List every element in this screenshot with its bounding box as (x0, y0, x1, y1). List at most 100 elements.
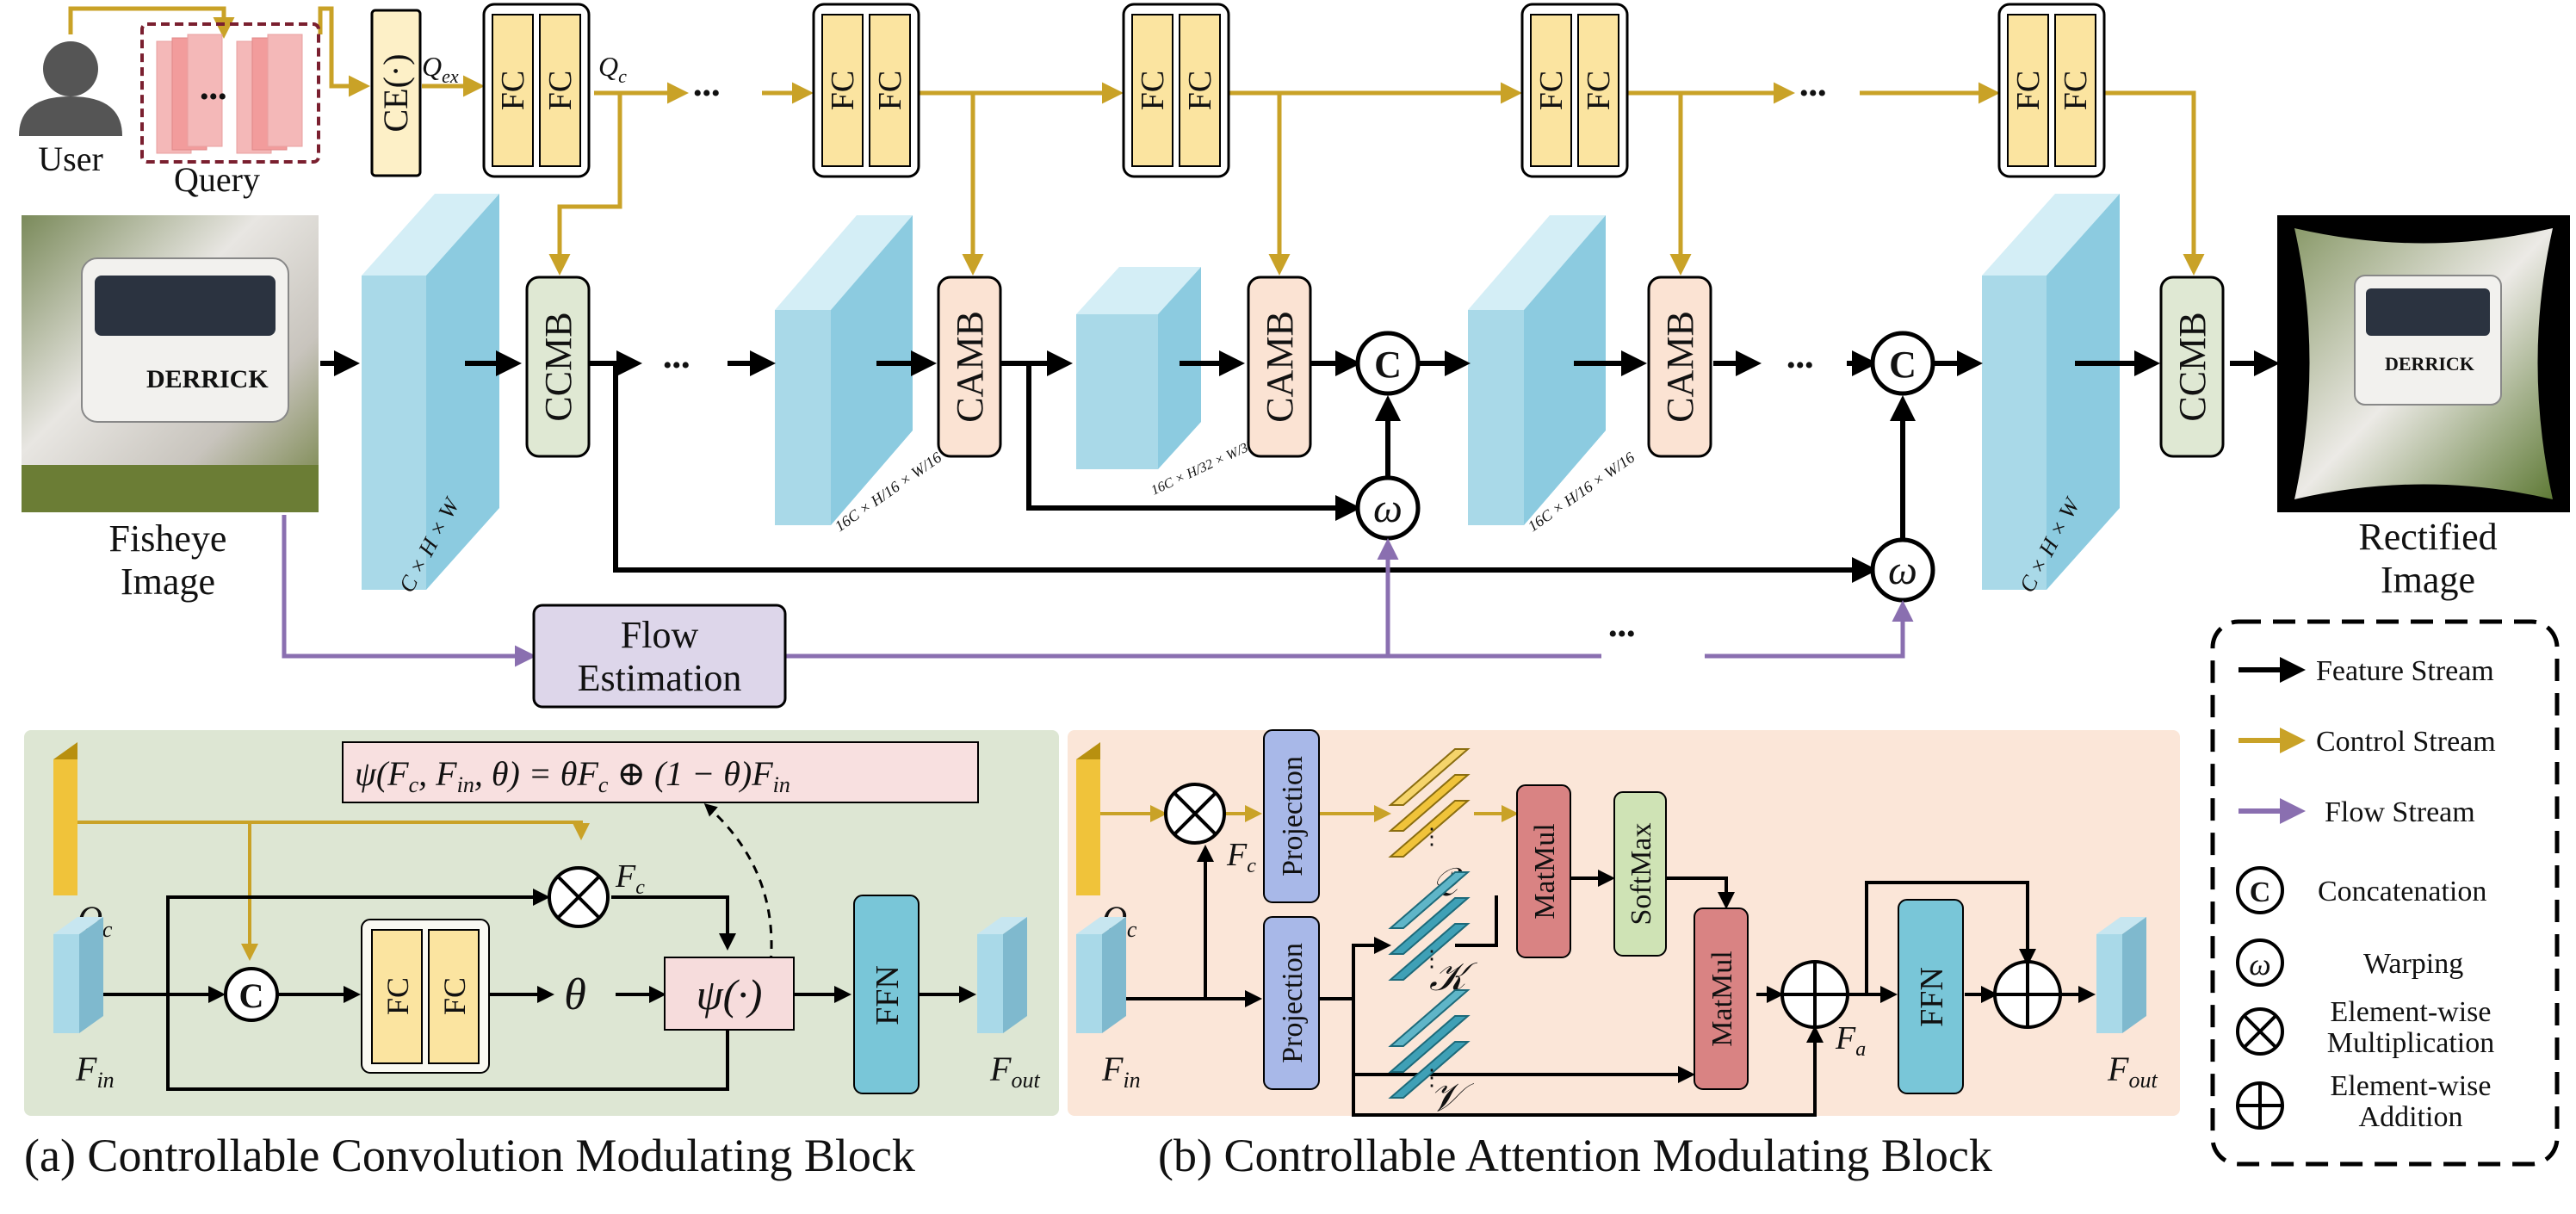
k-stack: ⋮ (1388, 871, 1471, 981)
panel-b-fa: Fa (1835, 1020, 1866, 1061)
panel-a-fout: Fout (989, 1050, 1040, 1093)
fc-label: FC (1533, 71, 1570, 110)
camb-block-3: CAMB (1647, 276, 1712, 458)
legend-control: Control Stream (2316, 726, 2496, 758)
legend: Feature Stream Control Stream Flow Strea… (2210, 619, 2560, 1167)
svg-text:C: C (2250, 876, 2271, 908)
fc-label: FC (2010, 71, 2047, 110)
user-icon (19, 41, 122, 136)
panel-b-ffn: FFN (1914, 967, 1950, 1027)
matmul-1: MatMul (1529, 823, 1561, 919)
ce-block: CE(·) (370, 9, 422, 177)
flow-stream (282, 515, 1914, 667)
panel-a-fin: Fin (75, 1050, 115, 1093)
legend-flow: Flow Stream (2325, 796, 2475, 828)
svg-text:Flow: Flow (621, 614, 699, 656)
ccmb-block-1: CCMB (525, 276, 591, 458)
projection-top: Projection (1277, 756, 1309, 876)
camb-block-1: CAMB (937, 276, 1002, 458)
flow-estimation-box: Flow Estimation (532, 604, 787, 709)
camb-block-2: CAMB (1247, 276, 1312, 458)
rectified-label-2: Image (2381, 559, 2475, 601)
panel-a-theta: θ (564, 970, 586, 1019)
panel-a-psi: ψ(·) (697, 970, 763, 1019)
legend-add-1: Element-wise (2331, 1070, 2492, 1102)
panel-a: ψ(Fc, Fin, θ) = θFc ⊕ (1 − θ)Fin Qc Fin (24, 730, 1059, 1116)
control-dots-2: ••• (1799, 79, 1827, 108)
query-icon: ••• (140, 22, 320, 164)
warp-node-2: ω (1870, 537, 1935, 603)
matmul-2: MatMul (1706, 951, 1738, 1046)
fc-label: FC (542, 71, 579, 110)
feature-stream-arrows (320, 350, 2280, 583)
svg-text:CE(·): CE(·) (376, 53, 415, 132)
flow-dots: ••• (1608, 620, 1636, 648)
panel-a-ffn: FFN (870, 965, 906, 1025)
svg-text:C: C (1374, 344, 1402, 386)
svg-text:CAMB: CAMB (1659, 311, 1701, 423)
svg-text:⋮: ⋮ (1421, 1065, 1443, 1090)
feature-block-5 (1982, 194, 2120, 590)
svg-text:CAMB: CAMB (1259, 311, 1301, 423)
fc-label: FC (825, 71, 861, 110)
panel-b-fin: Fin (1101, 1050, 1141, 1093)
svg-text:DERRICK: DERRICK (146, 365, 269, 393)
svg-text:ω: ω (1888, 548, 1917, 593)
panel-a-caption: (a) Controllable Convolution Modulating … (24, 1130, 915, 1181)
feature-dots-1: ••• (663, 351, 690, 380)
fc-label: FC (872, 71, 908, 110)
svg-text:⋮: ⋮ (1421, 946, 1443, 971)
svg-text:CCMB: CCMB (537, 312, 579, 421)
panel-b-fc: Fc (1226, 837, 1256, 877)
q-stack: ⋮ (1388, 748, 1471, 858)
panel-b-fout: Fout (2107, 1050, 2158, 1093)
softmax: SoftMax (1625, 823, 1657, 926)
svg-text:CAMB: CAMB (949, 311, 991, 423)
fc-pair-2: FC FC (812, 3, 920, 178)
svg-text:FC: FC (437, 977, 472, 1015)
svg-text:ω: ω (1373, 486, 1403, 531)
rectified-label-1: Rectified (2358, 516, 2497, 558)
legend-warp: Warping (2363, 948, 2463, 980)
svg-text:CCMB: CCMB (2171, 312, 2214, 421)
panel-b-caption: (b) Controllable Attention Modulating Bl… (1158, 1130, 1992, 1181)
query-label: Query (174, 160, 260, 199)
qc-label-top: Qc (598, 51, 627, 87)
feature-block-2 (775, 215, 913, 525)
projection-bottom: Projection (1277, 943, 1309, 1063)
svg-text:ω: ω (2249, 947, 2270, 982)
qex-label: Qex (422, 51, 459, 87)
user-label: User (38, 139, 103, 178)
feature-block-4 (1468, 215, 1606, 525)
legend-concat: Concatenation (2318, 876, 2486, 907)
legend-mult-2: Multiplication (2327, 1027, 2495, 1059)
svg-text:DERRICK: DERRICK (2385, 353, 2474, 375)
fc-label: FC (1135, 71, 1171, 110)
rectified-image: DERRICK (2277, 215, 2570, 512)
control-dots-1: ••• (693, 79, 721, 108)
svg-text:•••: ••• (200, 83, 227, 111)
legend-add-2: Addition (2359, 1101, 2463, 1133)
svg-text:Estimation: Estimation (578, 657, 742, 699)
legend-feature: Feature Stream (2316, 655, 2494, 687)
legend-mult-1: Element-wise (2331, 996, 2492, 1028)
fc-label: FC (495, 71, 531, 110)
svg-text:C: C (1889, 344, 1917, 386)
concat-node-1: C (1355, 331, 1421, 396)
feature-block-3 (1076, 267, 1201, 469)
panel-a-concat: C (239, 976, 264, 1015)
svg-text:FC: FC (381, 977, 415, 1015)
formula: ψ(Fc, Fin, θ) = θFc ⊕ (1 − θ)Fin (355, 754, 790, 797)
panel-b: Qc Fin (1068, 729, 2180, 1119)
ccmb-block-2: CCMB (2159, 276, 2225, 458)
fisheye-label-1: Fisheye (109, 517, 227, 560)
fisheye-image: DERRICK (22, 215, 319, 512)
feature-blocks (362, 194, 2120, 590)
concat-node-2: C (1870, 331, 1935, 396)
svg-text:⋮: ⋮ (1421, 824, 1443, 849)
control-stream (68, 6, 2205, 276)
